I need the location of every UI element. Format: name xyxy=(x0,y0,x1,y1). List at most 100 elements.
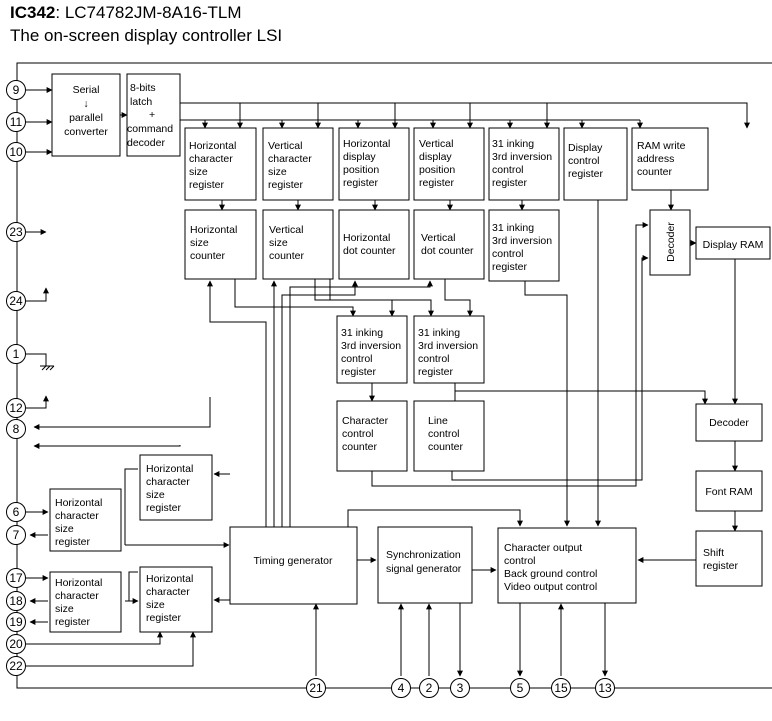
svg-text:23: 23 xyxy=(9,225,23,239)
svg-text:6: 6 xyxy=(13,505,20,519)
pin-12: 12 xyxy=(6,398,26,418)
model-number: : LC74782JM-8A16-TLM xyxy=(55,3,242,22)
svg-text:Decoder: Decoder xyxy=(709,417,749,429)
pin-5: 5 xyxy=(510,678,530,698)
svg-text:15: 15 xyxy=(554,681,568,695)
part-number: IC342 xyxy=(10,3,56,22)
svg-text:13: 13 xyxy=(598,681,612,695)
timing-generator-block: Timing generator xyxy=(229,526,358,605)
pin-1: 1 xyxy=(6,344,26,364)
pin-2: 2 xyxy=(419,678,439,698)
svg-text:19: 19 xyxy=(9,615,23,629)
pin-19: 19 xyxy=(6,612,26,632)
pins: 9 11 10 23 24 1 12 8 6 7 17 18 19 20 22 … xyxy=(6,80,615,698)
svg-text:5: 5 xyxy=(517,681,524,695)
pin-24: 24 xyxy=(6,291,26,311)
svg-text:Display RAM: Display RAM xyxy=(703,239,764,251)
svg-text:2: 2 xyxy=(426,681,433,695)
svg-text:11: 11 xyxy=(10,115,23,129)
pin-22: 22 xyxy=(6,656,26,676)
svg-text:4: 4 xyxy=(398,681,405,695)
pin-17: 17 xyxy=(6,568,26,588)
pin-11: 11 xyxy=(6,112,26,132)
pin-9: 9 xyxy=(6,80,26,100)
svg-text:8: 8 xyxy=(13,422,20,436)
svg-text:21: 21 xyxy=(309,681,323,695)
svg-text:1: 1 xyxy=(13,347,20,361)
pin-10: 10 xyxy=(6,142,26,162)
decoder-block-2: Decoder xyxy=(695,403,763,442)
svg-text:17: 17 xyxy=(9,571,23,585)
font-ram-block: Font RAM xyxy=(695,470,763,512)
svg-text:Timing generator: Timing generator xyxy=(254,555,333,567)
pin-6: 6 xyxy=(6,502,26,522)
svg-text:24: 24 xyxy=(9,294,23,308)
diagram-title: IC342: LC74782JM-8A16-TLM xyxy=(10,2,242,24)
pin-4: 4 xyxy=(391,678,411,698)
pin-18: 18 xyxy=(6,591,26,611)
pin-23: 23 xyxy=(6,222,26,242)
display-ram-block: Display RAM xyxy=(695,226,771,260)
svg-text:10: 10 xyxy=(9,145,23,159)
pin-8: 8 xyxy=(6,419,26,439)
decoder-block-1: Decoder xyxy=(649,209,691,276)
svg-text:18: 18 xyxy=(9,594,23,608)
svg-text:3: 3 xyxy=(457,681,464,695)
pin-20: 20 xyxy=(6,634,26,654)
svg-text:Decoder: Decoder xyxy=(665,222,677,262)
svg-text:Font RAM: Font RAM xyxy=(705,486,752,498)
svg-text:7: 7 xyxy=(13,528,20,542)
svg-text:9: 9 xyxy=(13,83,20,97)
wiring xyxy=(26,87,750,677)
pin-3: 3 xyxy=(450,678,470,698)
pin-15: 15 xyxy=(551,678,571,698)
pin-7: 7 xyxy=(6,525,26,545)
diagram-subtitle: The on-screen display controller LSI xyxy=(10,26,283,45)
svg-text:22: 22 xyxy=(9,659,23,673)
